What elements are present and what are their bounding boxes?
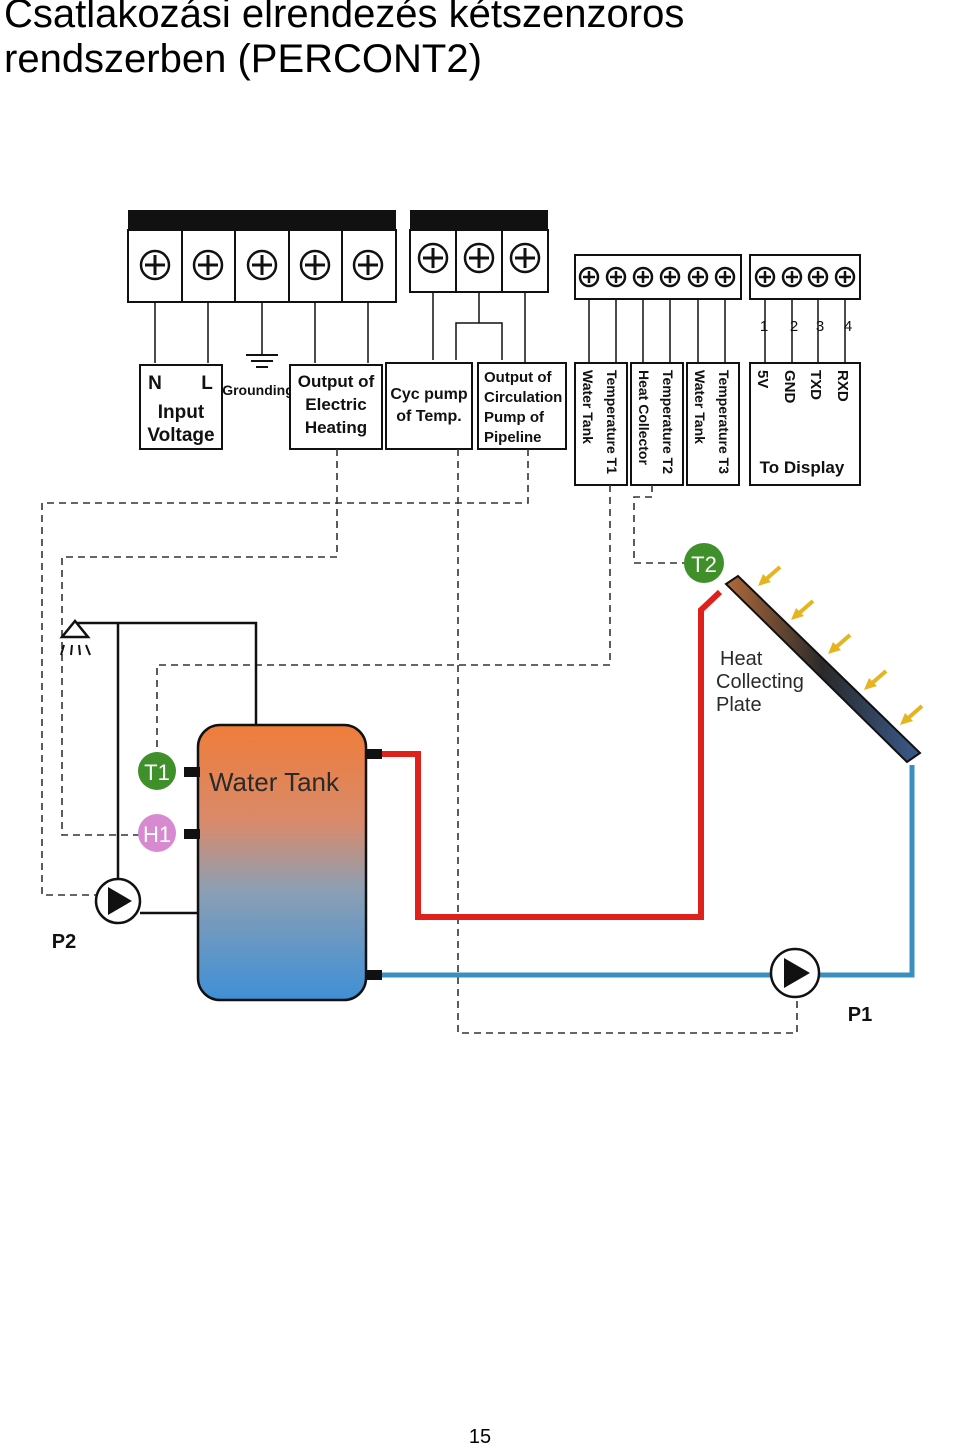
svg-text:5V: 5V: [754, 370, 771, 388]
svg-text:Voltage: Voltage: [147, 425, 214, 446]
label-p2: P2: [52, 931, 76, 953]
label-electric-heating: Output of Electric Heating: [289, 364, 383, 450]
svg-text:L: L: [201, 373, 213, 394]
shower-head-icon: [59, 619, 91, 656]
label-p1: P1: [848, 1004, 872, 1026]
svg-text:Water Tank: Water Tank: [692, 370, 708, 444]
label-cyc-pump: Cyc pump of Temp.: [385, 362, 473, 450]
svg-text:Temperature T3: Temperature T3: [716, 370, 732, 474]
svg-text:H1: H1: [143, 822, 171, 847]
terminal-block-pump: [409, 210, 549, 293]
svg-text:To Display: To Display: [760, 458, 845, 477]
ground-symbol-icon: [246, 354, 278, 368]
page-number: 15: [468, 1426, 492, 1448]
svg-text:Heat: Heat: [720, 648, 763, 670]
wiring-diagram: N L Input Voltage Grounding Output of El…: [41, 210, 924, 1034]
label-circulation-pump: Output of Circulation Pump of Pipeline: [477, 362, 567, 450]
svg-text:Electric: Electric: [305, 395, 366, 414]
svg-text:Water Tank: Water Tank: [580, 370, 596, 444]
water-tank: Water Tank: [184, 723, 382, 1002]
sensor-t1: T1: [138, 752, 176, 790]
page-title: Csatlakozási elrendezés kétszenzoros ren…: [4, 0, 684, 82]
svg-text:of Temp.: of Temp.: [396, 408, 461, 425]
sunlight-arrows-icon: [756, 565, 924, 727]
terminal-block-display: [749, 254, 861, 300]
pipes: [372, 589, 915, 978]
title-line-2: rendszerben (PERCONT2): [4, 37, 482, 81]
heat-plate-label: Heat Collecting Plate: [716, 648, 804, 716]
label-sensor-t3: Water Tank Temperature T3: [686, 362, 740, 486]
label-sensor-t2: Heat Collector Temperature T2: [630, 362, 684, 486]
svg-text:Pump of: Pump of: [484, 409, 545, 426]
svg-text:Output of: Output of: [484, 369, 552, 386]
pump-p2-icon: [94, 877, 142, 925]
heat-collecting-plate: [724, 574, 922, 764]
svg-text:N: N: [148, 373, 162, 394]
svg-text:Pipeline: Pipeline: [484, 429, 542, 446]
svg-text:Heat Collector: Heat Collector: [636, 370, 652, 465]
svg-text:Input: Input: [158, 402, 205, 423]
svg-text:4: 4: [844, 318, 852, 335]
title-line-1: Csatlakozási elrendezés kétszenzoros: [4, 0, 685, 36]
svg-text:Output of: Output of: [298, 372, 375, 391]
terminal-block-sensors: [574, 254, 742, 300]
sensor-t2: T2: [684, 543, 724, 583]
terminal-wires: [154, 292, 846, 363]
svg-text:Temperature T2: Temperature T2: [660, 370, 676, 474]
shower-loop: [75, 621, 258, 915]
display-pin-numbers: 1 2 3 4: [760, 318, 852, 335]
label-input-voltage: N L Input Voltage: [139, 364, 223, 450]
label-grounding: Grounding: [222, 382, 294, 398]
terminal-block-power: [127, 210, 397, 303]
svg-text:Temperature T1: Temperature T1: [604, 370, 620, 474]
svg-text:Collecting: Collecting: [716, 671, 804, 693]
svg-text:GND: GND: [781, 370, 798, 404]
svg-text:Circulation: Circulation: [484, 389, 562, 406]
pump-p1-icon: [769, 947, 821, 999]
svg-text:3: 3: [816, 318, 824, 335]
heater-h1: H1: [138, 814, 176, 852]
svg-text:T1: T1: [144, 760, 170, 785]
label-sensor-t1: Water Tank Temperature T1: [574, 362, 628, 486]
svg-text:TXD: TXD: [807, 370, 824, 400]
dashed-connections: [41, 449, 798, 1034]
svg-text:2: 2: [790, 318, 798, 335]
svg-text:RXD: RXD: [834, 370, 851, 402]
svg-text:1: 1: [760, 318, 768, 335]
svg-text:Cyc pump: Cyc pump: [390, 386, 468, 403]
svg-text:Plate: Plate: [716, 694, 762, 716]
svg-text:Heating: Heating: [305, 418, 367, 437]
svg-text:T2: T2: [691, 552, 717, 577]
water-tank-label: Water Tank: [209, 767, 340, 797]
label-to-display: 5V GND TXD RXD To Display: [749, 362, 861, 486]
